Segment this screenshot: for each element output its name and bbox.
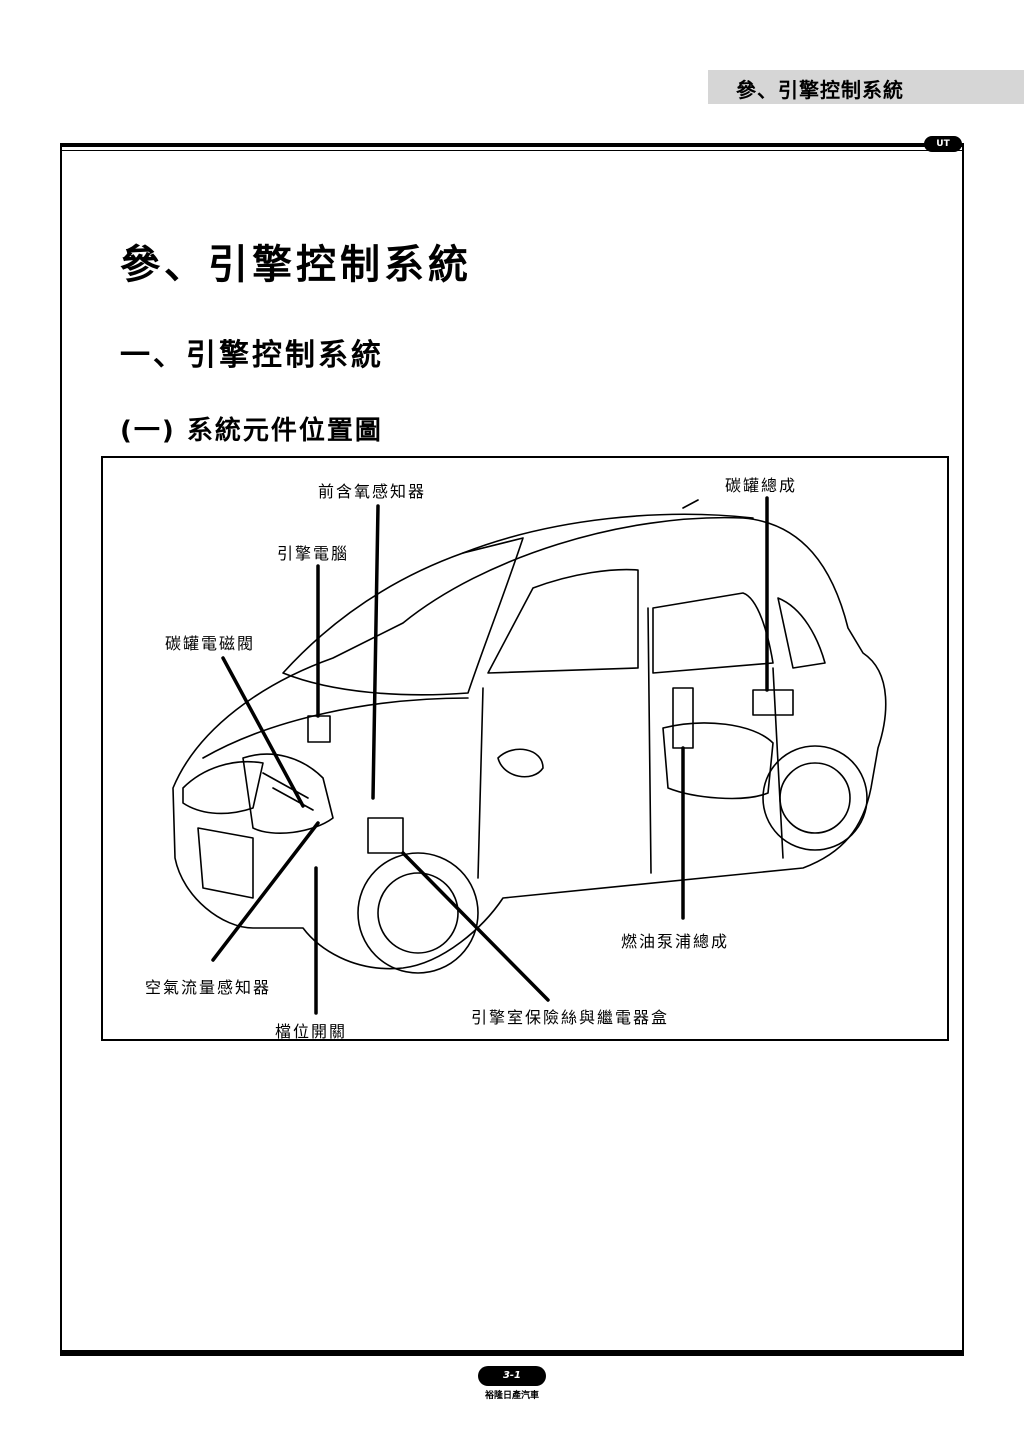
fuel-tank <box>662 722 774 800</box>
leader-fuse-box <box>401 851 550 1002</box>
page-footer-caption: 裕隆日產汽車 <box>484 1391 539 1401</box>
rear-wheel <box>762 745 868 851</box>
door-line-rear <box>772 667 784 859</box>
hood-line <box>202 697 469 759</box>
chapter-header-text: 參、引擎控制系統 <box>736 78 904 102</box>
fuse-box-unit <box>367 817 404 854</box>
grille <box>197 827 254 899</box>
roof-line <box>462 513 754 554</box>
frame-right <box>962 143 964 1355</box>
antenna <box>682 499 699 509</box>
label-air-flow-sensor: 空氣流量感知器 <box>145 978 272 997</box>
canister-unit <box>752 689 794 716</box>
door-line-b-pillar <box>647 607 652 874</box>
leader-canister-solenoid <box>221 656 305 808</box>
leader-lines <box>211 496 769 1015</box>
car-body-outline <box>172 516 887 970</box>
front-wheel-rim <box>377 872 459 954</box>
ecm-unit <box>307 715 331 743</box>
leader-front-o2 <box>371 504 380 800</box>
page-number-badge: 3-1 <box>478 1366 546 1386</box>
label-canister-solenoid: 碳罐電磁閥 <box>165 634 256 653</box>
label-ecm: 引擎電腦 <box>277 544 350 563</box>
page-title: 參、引擎控制系統 <box>120 242 472 288</box>
engine-bay <box>242 753 334 834</box>
chapter-header-tab: 參、引擎控制系統 <box>708 70 1024 104</box>
label-front-o2-sensor: 前含氧感知器 <box>318 482 427 501</box>
frame-left <box>60 143 62 1355</box>
component-location-diagram: 前含氧感知器 碳罐總成 引擎電腦 碳罐電磁閥 燃油泵浦總成 空氣流量感知器 引擎… <box>101 456 949 1041</box>
top-rule <box>60 143 964 147</box>
headlight <box>182 760 264 815</box>
label-fuse-relay-box: 引擎室保險絲與繼電器盒 <box>471 1008 670 1027</box>
label-fuel-pump-assy: 燃油泵浦總成 <box>621 932 730 951</box>
side-mirror <box>497 748 544 778</box>
rear-quarter-window <box>777 597 826 669</box>
label-gear-switch: 檔位開關 <box>275 1022 348 1041</box>
rear-wheel-rim <box>779 762 851 834</box>
front-wheel <box>357 852 479 974</box>
door-line-front <box>477 687 484 879</box>
brand-logo: UT <box>924 136 962 152</box>
section-title: 一、引擎控制系統 <box>120 338 384 373</box>
bottom-rule <box>60 1350 964 1356</box>
front-side-window <box>487 568 639 674</box>
windshield <box>282 537 524 696</box>
leader-air-flow <box>211 821 320 962</box>
rear-side-window <box>652 592 774 674</box>
fuel-pump-unit <box>672 687 694 749</box>
label-canister-assy: 碳罐總成 <box>725 476 798 495</box>
subsection-title: (一) 系統元件位置圖 <box>120 416 383 446</box>
car-illustration <box>172 496 887 1015</box>
top-rule-thin <box>60 150 964 151</box>
